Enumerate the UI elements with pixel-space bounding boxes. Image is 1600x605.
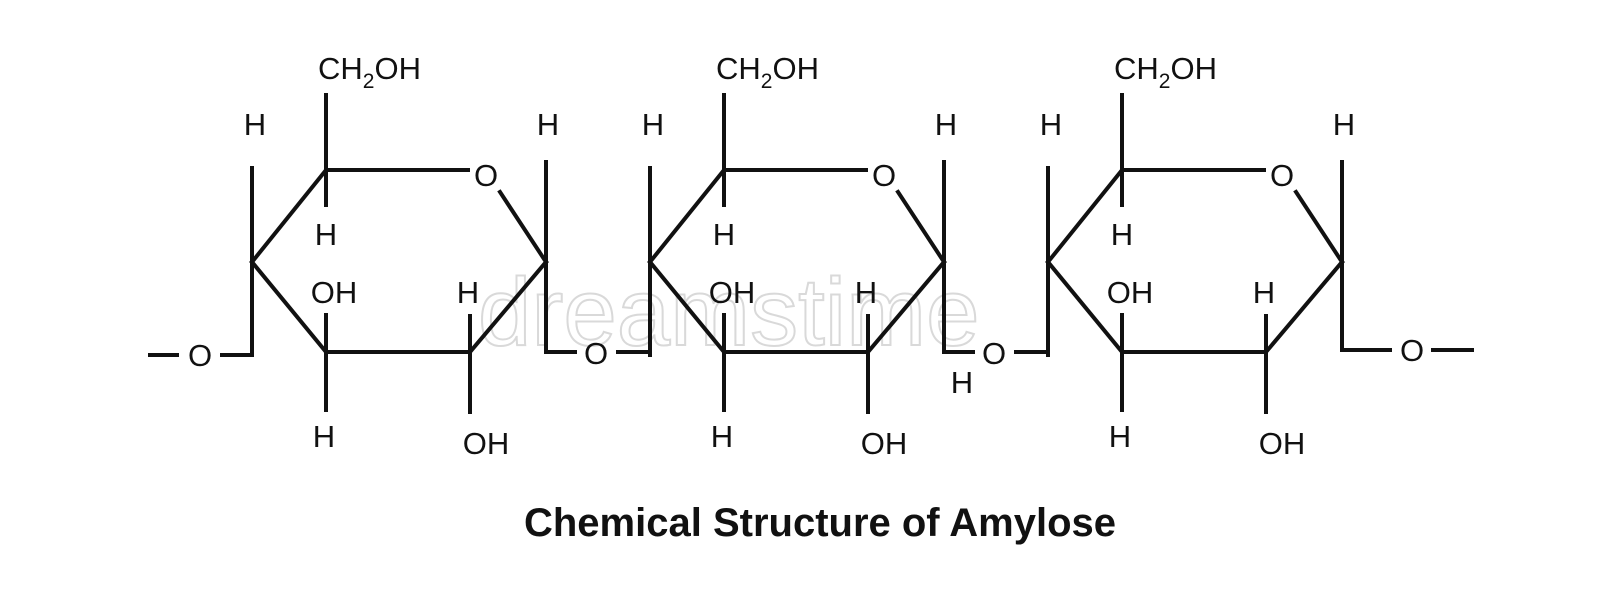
unit-2-bond-o-c1 xyxy=(895,189,947,265)
unit-2-hydroxymethyl-label: CH2OH xyxy=(716,51,819,93)
unit-3-hydroxymethyl-label: CH2OH xyxy=(1114,51,1217,93)
terminal-oxygen-left: O xyxy=(188,338,212,373)
unit-1-bond-o-c1 xyxy=(497,189,549,265)
unit-1-c4-hydrogen: H xyxy=(244,107,266,142)
unit-3-bond-o-c1 xyxy=(1293,189,1345,265)
unit-1-hydroxymethyl-label: CH2OH xyxy=(318,51,421,93)
unit-2-bond-c1-c2 xyxy=(865,259,947,355)
unit-3-c5-hydrogen: H xyxy=(1111,217,1133,252)
unit-1-c5-hydrogen: H xyxy=(315,217,337,252)
unit-2-c2-hydrogen: H xyxy=(855,275,877,310)
unit-3-bond-c1-c2 xyxy=(1263,259,1345,355)
unit-1-c3-hydrogen: H xyxy=(313,419,335,454)
unit-2-c2-hydroxyl: OH xyxy=(861,426,908,461)
unit-3-bond-c3-c4 xyxy=(1045,259,1125,355)
unit-1-bond-c3-c4 xyxy=(249,259,329,355)
unit-1-c2-hydrogen: H xyxy=(457,275,479,310)
unit-3-c4-hydrogen: H xyxy=(1040,107,1062,142)
unit-2-ring-oxygen: O xyxy=(872,158,896,193)
unit-3-c1-hydrogen: H xyxy=(1333,107,1355,142)
unit-1-c1-hydrogen: H xyxy=(537,107,559,142)
unit-1-bond-c1-c2 xyxy=(467,259,549,355)
terminal-oxygen-right: O xyxy=(1400,333,1424,368)
unit-1-c3-hydroxyl: OH xyxy=(311,275,358,310)
unit-2-c3-hydroxyl: OH xyxy=(709,275,756,310)
unit-1-ring-oxygen: O xyxy=(474,158,498,193)
unit-2-c4-hydrogen: H xyxy=(642,107,664,142)
unit-2-c3-hydrogen: H xyxy=(711,419,733,454)
unit-3-ring-oxygen: O xyxy=(1270,158,1294,193)
unit-3-c2-hydrogen: H xyxy=(1253,275,1275,310)
watermark-text: dreamstime xyxy=(478,259,979,366)
unit-3-c3-hydrogen: H xyxy=(1109,419,1131,454)
unit-2-bond-c3-c4 xyxy=(647,259,727,355)
unit-1-c2-hydroxyl: OH xyxy=(463,426,510,461)
unit-1-glycosidic-oxygen: O xyxy=(584,336,608,371)
unit-2-c5-hydrogen: H xyxy=(713,217,735,252)
link-hydrogen: H xyxy=(951,365,973,400)
unit-2-bond-c4-c5 xyxy=(647,167,727,265)
unit-2-glycosidic-oxygen: O xyxy=(982,336,1006,371)
diagram-title: Chemical Structure of Amylose xyxy=(524,501,1116,545)
unit-3-c2-hydroxyl: OH xyxy=(1259,426,1306,461)
unit-3-bond-c4-c5 xyxy=(1045,167,1125,265)
unit-3-c3-hydroxyl: OH xyxy=(1107,275,1154,310)
unit-1-bond-c4-c5 xyxy=(249,167,329,265)
unit-2-c1-hydrogen: H xyxy=(935,107,957,142)
